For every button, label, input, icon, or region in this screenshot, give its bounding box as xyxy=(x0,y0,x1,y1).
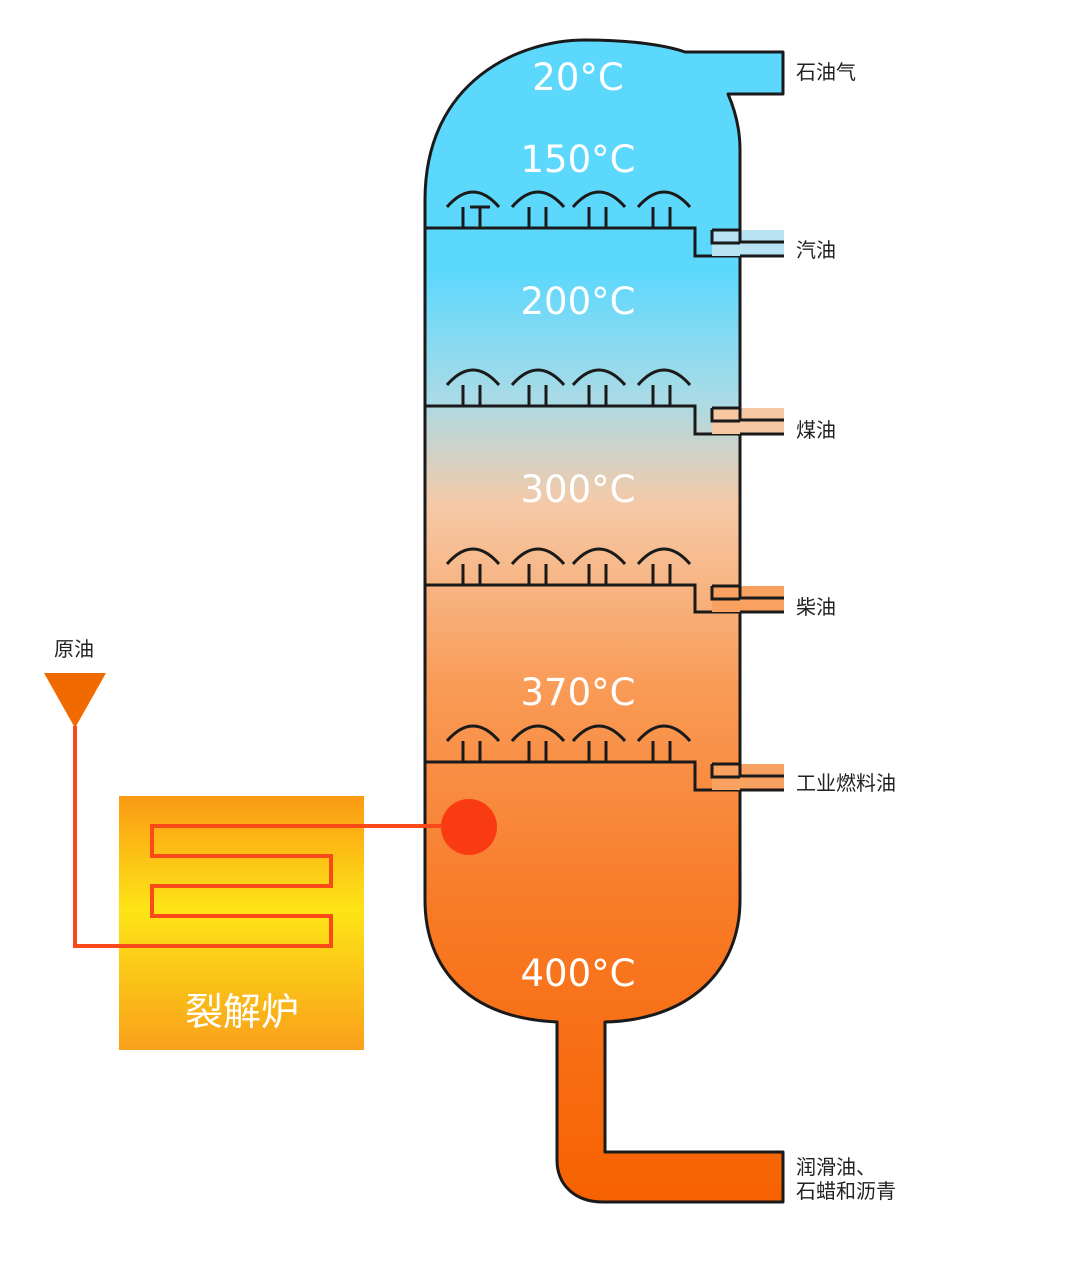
outlet-pipe-kerosene xyxy=(710,406,784,436)
outlet-pipe-gasoline xyxy=(710,228,784,258)
feed-funnel-icon xyxy=(44,673,106,728)
furnace-label: 裂解炉 xyxy=(185,990,299,1034)
feed-label: 原油 xyxy=(54,637,94,661)
distillation-tower xyxy=(423,38,785,1204)
temp-label-top: 20°C xyxy=(532,56,623,99)
outlet-pipe-fuel-oil xyxy=(710,762,784,792)
outlet-label-kerosene: 煤油 xyxy=(796,418,836,442)
cracking-furnace xyxy=(119,796,364,1050)
temp-label-2: 150°C xyxy=(521,138,636,181)
heating-coil-pipe xyxy=(73,726,468,948)
outlet-label-bottom-line-1: 润滑油、 xyxy=(796,1155,876,1179)
outlet-label-fuel-oil: 工业燃料油 xyxy=(796,771,896,795)
outlet-label-gasoline: 汽油 xyxy=(796,238,836,262)
outlet-label-bottom-line-2: 石蜡和沥青 xyxy=(796,1179,896,1203)
temp-label-5: 370°C xyxy=(521,671,636,714)
temp-label-3: 200°C xyxy=(521,280,636,323)
outlet-label-petroleum-gas: 石油气 xyxy=(796,60,856,84)
feed-inlet-nozzle xyxy=(441,799,497,855)
tray-2 xyxy=(425,368,740,436)
temp-label-4: 300°C xyxy=(521,468,636,511)
outlet-label-diesel: 柴油 xyxy=(796,595,836,619)
outlet-pipe-diesel xyxy=(710,584,784,614)
temp-label-bottom: 400°C xyxy=(521,952,636,995)
